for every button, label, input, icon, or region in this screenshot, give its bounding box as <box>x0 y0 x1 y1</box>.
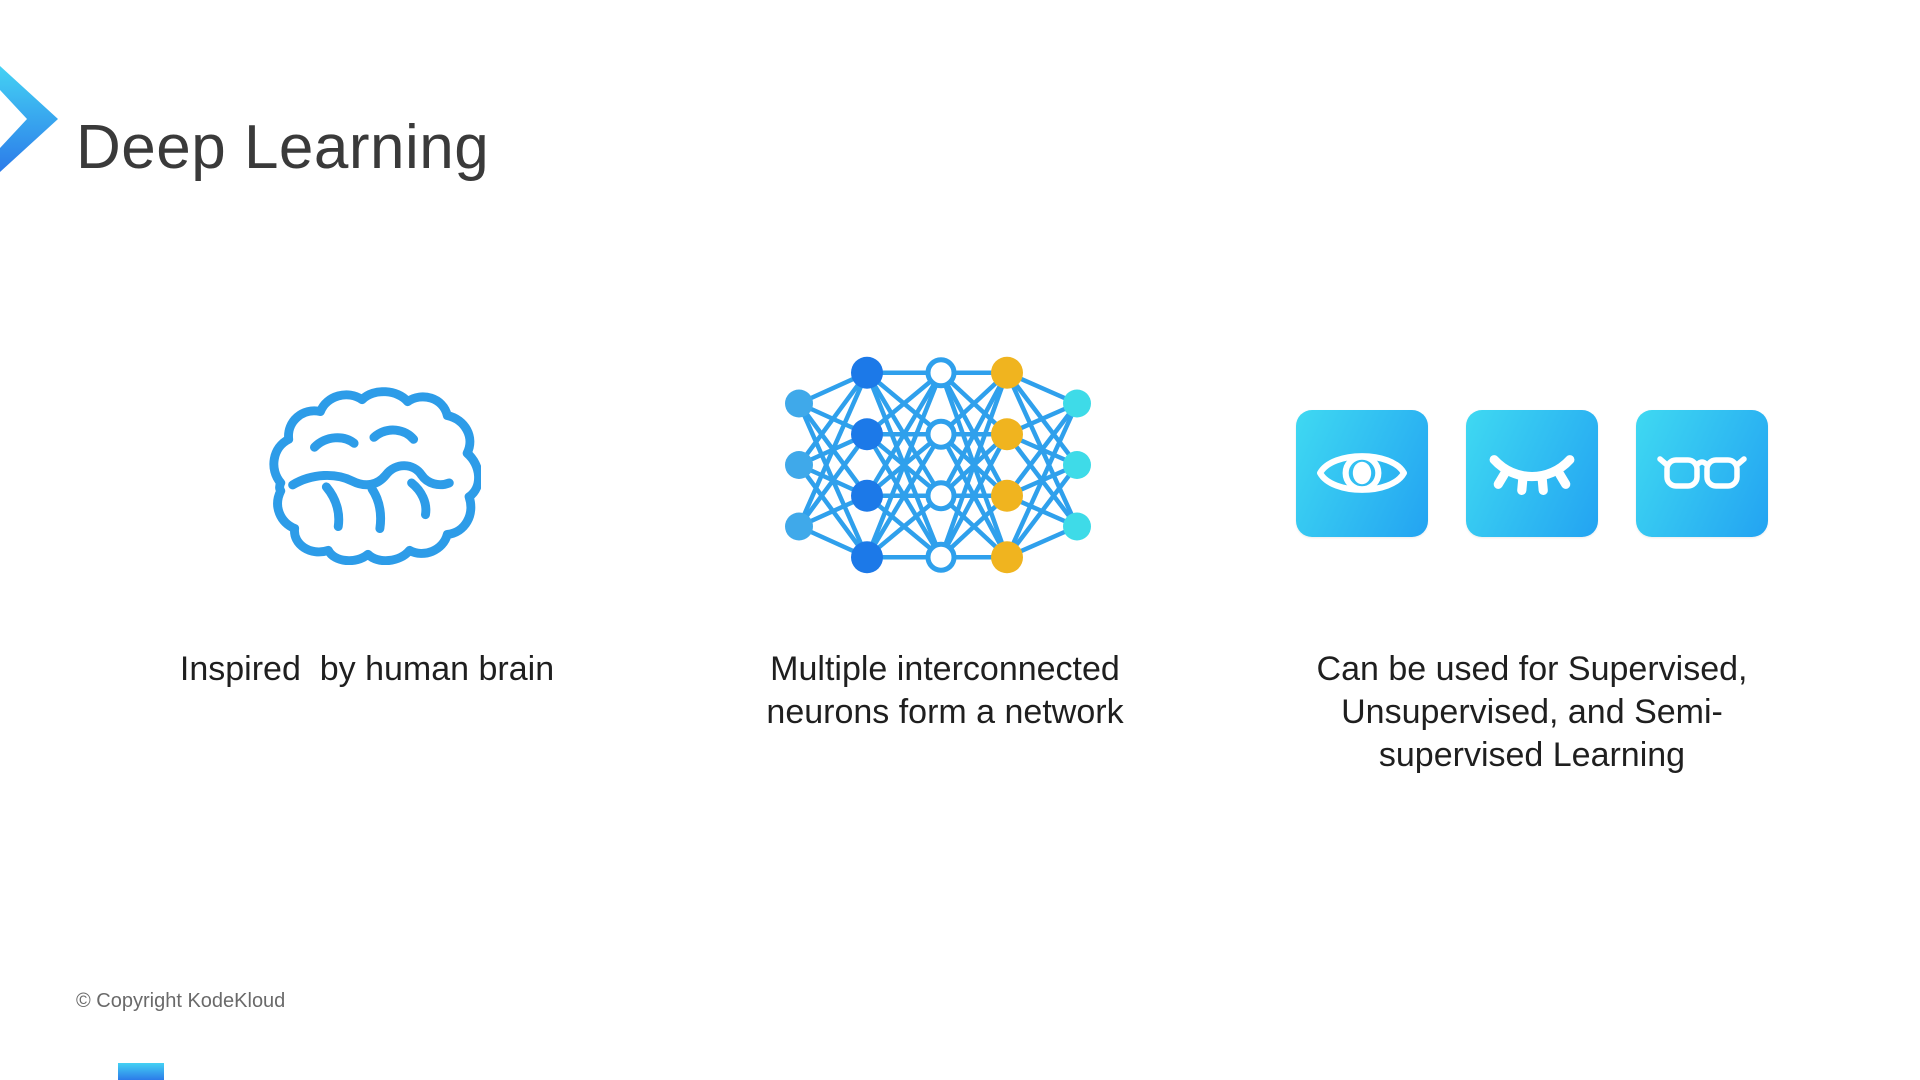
unsupervised-tile <box>1466 409 1598 537</box>
supervised-tile <box>1296 409 1428 537</box>
neural-network-icon <box>785 356 1091 574</box>
caption-network: Multiple interconnected neurons form a n… <box>766 650 1130 731</box>
glasses-icon <box>1657 456 1747 489</box>
learning-type-tiles <box>1296 409 1768 537</box>
semi-supervised-tile <box>1636 409 1768 537</box>
caption-learning-types: Can be used for Supervised, Unsupervised… <box>1316 650 1757 774</box>
open-eye-icon <box>1317 453 1407 493</box>
title-chevron-icon <box>0 66 58 172</box>
caption-brain: Inspired by human brain <box>179 650 555 688</box>
footer-accent-bar <box>118 1063 164 1080</box>
page-title: Deep Learning <box>76 112 490 182</box>
footer-copyright: © Copyright KodeKloud <box>76 990 286 1012</box>
closed-eye-icon <box>1489 455 1575 495</box>
brain-icon <box>269 387 481 565</box>
